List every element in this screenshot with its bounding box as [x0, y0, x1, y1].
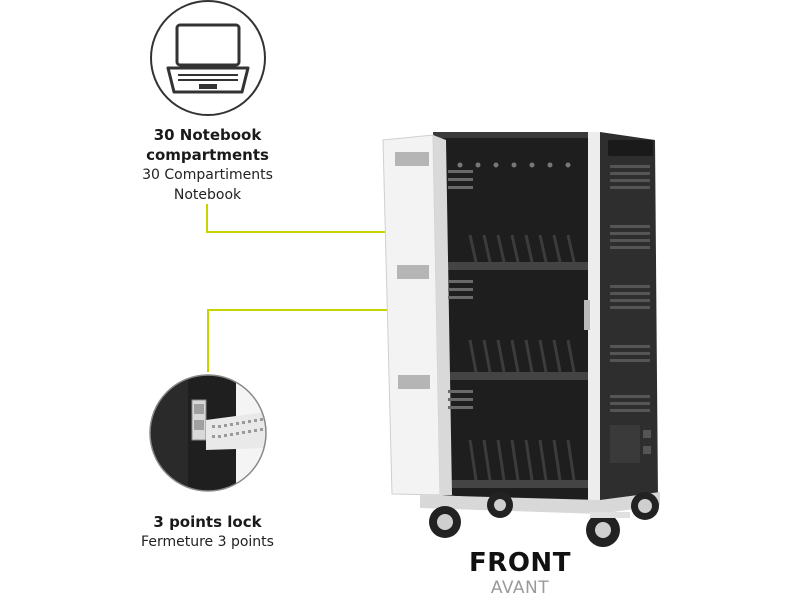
lock-label-light: Fermeture 3 points: [141, 534, 274, 550]
charging-cabinet: [382, 132, 660, 547]
notebook-label-light-2: Notebook: [173, 187, 242, 203]
view-subtitle: AVANT: [490, 578, 550, 598]
notebook-label-bold-1: 30 Notebook: [153, 126, 262, 144]
notebook-label-bold-2: compartments: [146, 146, 269, 164]
laptop-icon: [150, 0, 266, 116]
lock-label: 3 points lock Fermeture 3 points: [120, 512, 295, 552]
notebook-label-light-1: 30 Compartiments: [142, 167, 273, 183]
notebook-compartments-label: 30 Notebook compartments 30 Compartiment…: [120, 125, 295, 205]
lock-detail-image: [149, 374, 267, 492]
lock-label-bold: 3 points lock: [153, 513, 262, 531]
view-title: FRONT: [469, 548, 571, 578]
